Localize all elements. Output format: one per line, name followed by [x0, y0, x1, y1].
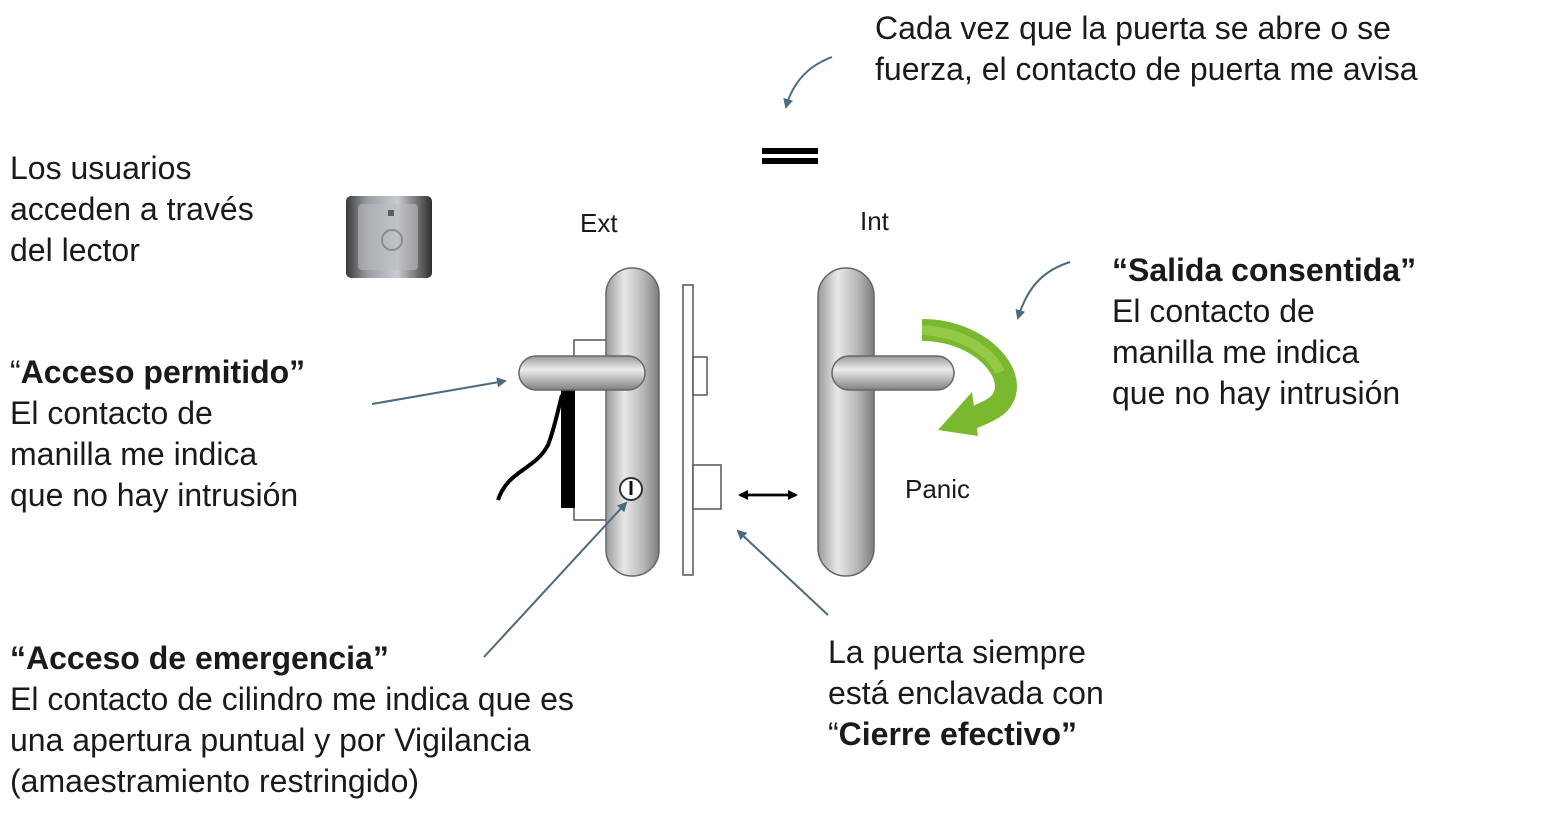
emergency-line1: El contacto de cilindro me indica que es [10, 681, 574, 717]
rotation-arrow-icon [921, 319, 1017, 436]
access-quote: “ [10, 354, 21, 390]
access-permitted-note: “Acceso permitido” El contacto de manill… [10, 352, 305, 516]
exit-line1: El contacto de [1112, 293, 1315, 329]
exit-allowed-note: “Salida consentida” El contacto de manil… [1112, 250, 1416, 414]
lock-arrow [736, 529, 829, 616]
locked-note: La puerta siempre está enclavada con “Ci… [828, 632, 1104, 755]
reader-line1: Los usuarios [10, 150, 192, 186]
cylinder-arrow [483, 501, 628, 658]
access-line3: que no hay intrusión [10, 477, 299, 513]
panic-label: Panic [905, 474, 971, 504]
locked-quote: “ [828, 716, 839, 752]
interior-handle [817, 267, 955, 577]
emergency-line3: (amaestramiento restringido) [10, 763, 420, 799]
door-contact-line1: Cada vez que la puerta se abre o se [875, 10, 1391, 46]
door-lock-body [682, 284, 722, 576]
reader-line2: acceden a través [10, 191, 254, 227]
access-arrow [371, 377, 507, 405]
door-contact-arrow [783, 56, 833, 109]
exterior-handle [518, 267, 660, 577]
exit-line2: manilla me indica [1112, 334, 1360, 370]
exit-line3: que no hay intrusión [1112, 375, 1401, 411]
door-contact-note: Cada vez que la puerta se abre o se fuer… [875, 8, 1418, 90]
access-line2: manilla me indica [10, 436, 258, 472]
card-reader-icon [346, 196, 432, 278]
locked-line2: está enclavada con [828, 675, 1104, 711]
reader-note: Los usuarios acceden a través del lector [10, 148, 254, 271]
exit-arrow [1015, 261, 1071, 320]
exterior-label: Ext [580, 208, 618, 238]
access-line1: El contacto de [10, 395, 213, 431]
locked-bold: Cierre efectivo” [838, 716, 1077, 752]
access-permitted-title: Acceso permitido” [20, 354, 306, 390]
emergency-access-note: “Acceso de emergencia” El contacto de ci… [10, 638, 574, 802]
door-contact-line2: fuerza, el contacto de puerta me avisa [875, 51, 1418, 87]
locked-line1: La puerta siempre [828, 634, 1086, 670]
reader-line3: del lector [10, 232, 140, 268]
door-contact-icon [762, 148, 818, 164]
emergency-title: “Acceso de emergencia” [10, 640, 389, 676]
interior-label: Int [860, 206, 889, 236]
emergency-line2: una apertura puntual y por Vigilancia [10, 722, 531, 758]
exit-allowed-title: “Salida consentida” [1112, 252, 1417, 288]
